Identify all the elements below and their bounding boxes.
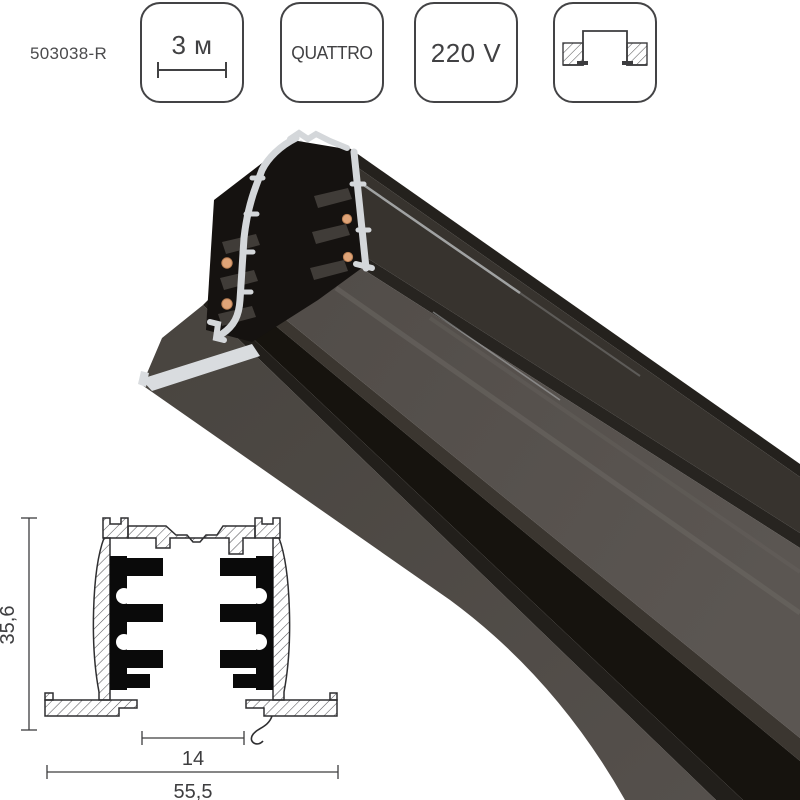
badge-series-label: QUATTRO [291, 42, 373, 63]
dim-slot-label: 14 [182, 748, 204, 770]
dim-width-label: 55,5 [174, 781, 213, 800]
profile-outline [44, 517, 338, 717]
conductor-holders [110, 556, 273, 690]
badge-length-label: 3 м [171, 29, 213, 60]
dimension-lines [21, 517, 339, 779]
badge-voltage-label: 220 V [430, 37, 502, 68]
badge-series: QUATTRO [280, 2, 384, 103]
recessed-mount-icon [562, 29, 648, 66]
copper-conductors [221, 213, 354, 310]
cross-section-drawing: 35,6 14 55,5 [0, 517, 339, 800]
product-code: 503038-R [30, 44, 108, 63]
badge-length: 3 м [140, 2, 244, 103]
track-cut-end [138, 129, 375, 391]
conductor-holes [116, 588, 267, 650]
spring-clip-tail [250, 715, 273, 745]
dim-height-label: 35,6 [0, 606, 19, 645]
length-measure-icon [157, 61, 227, 78]
badge-mount [553, 2, 657, 103]
aluminum-edges [207, 129, 375, 343]
badge-voltage: 220 V [414, 2, 518, 103]
track-body [142, 139, 800, 800]
